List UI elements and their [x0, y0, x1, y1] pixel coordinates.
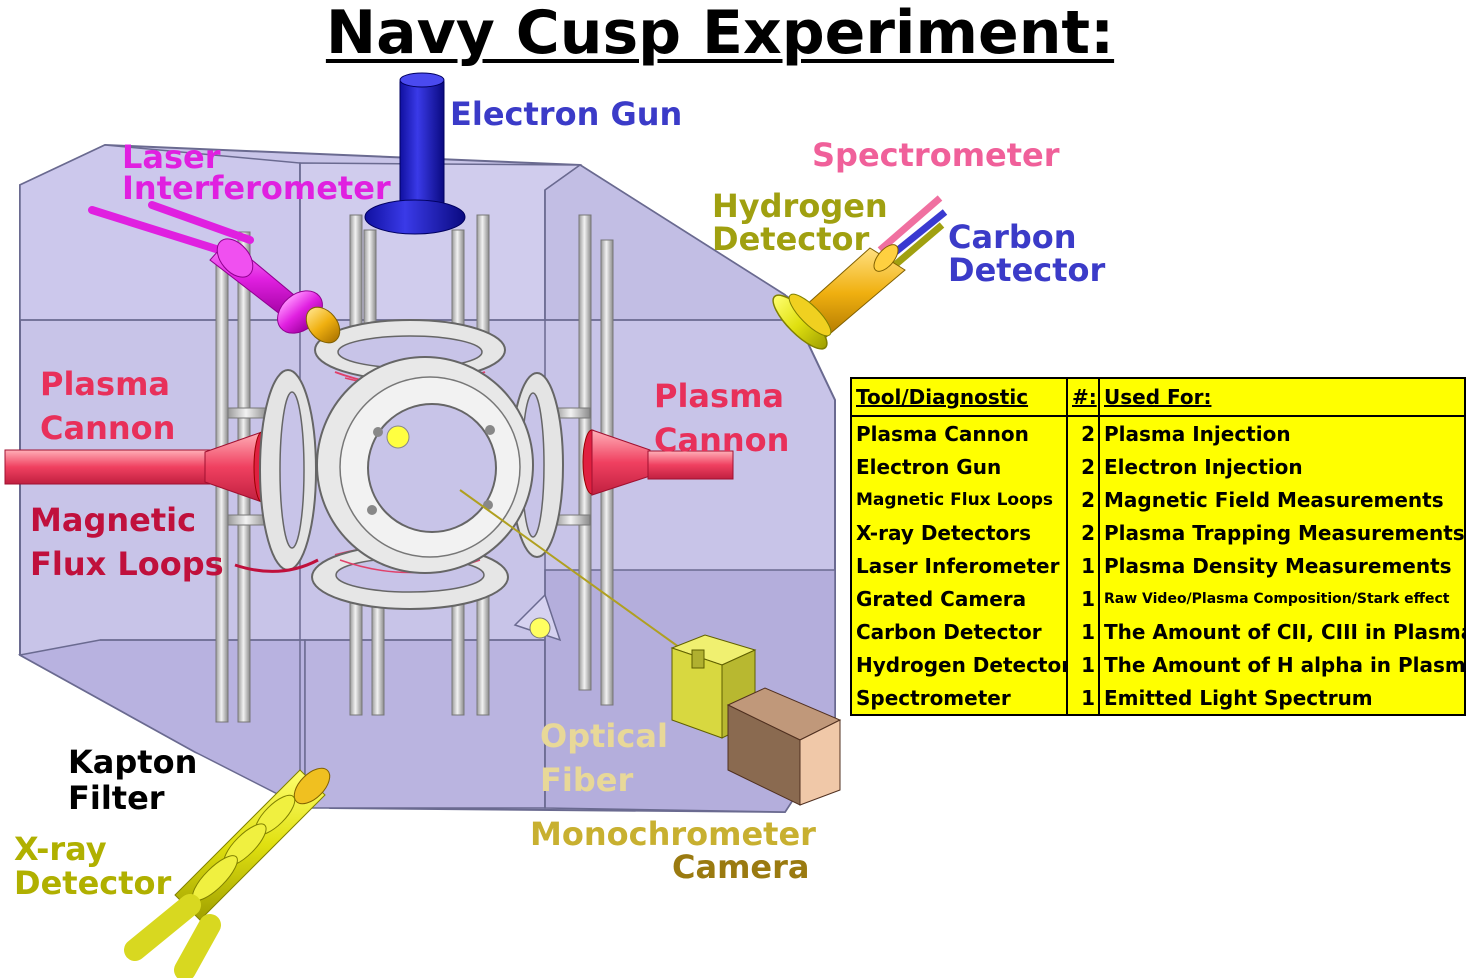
cell-count: 2 [1066, 450, 1100, 483]
cell-use: The Amount of H alpha in Plasma [1098, 648, 1466, 681]
cell-use: Electron Injection [1098, 450, 1466, 483]
cell-count: 1 [1066, 582, 1100, 615]
label-optical-fiber: Optical Fiber [540, 717, 668, 799]
cell-tool: Grated Camera [850, 582, 1068, 615]
label-spectrometer: Spectrometer [812, 136, 1060, 174]
table-row: Carbon Detector 1 The Amount of CII, CII… [850, 615, 1466, 648]
page-title: Navy Cusp Experiment: [325, 0, 1115, 68]
cell-use: Plasma Injection [1098, 416, 1466, 450]
xray-detector [124, 767, 331, 978]
cell-count: 2 [1066, 416, 1100, 450]
header-used-for: Used For: [1098, 377, 1466, 417]
cell-count: 1 [1066, 648, 1100, 681]
monochromator-camera [670, 634, 842, 806]
diagnostics-table: Tool/Diagnostic #: Used For: Plasma Cann… [850, 377, 1466, 716]
table-header-row: Tool/Diagnostic #: Used For: [850, 377, 1466, 417]
header-count: #: [1066, 377, 1100, 417]
label-monochrometer: Monochrometer [530, 815, 816, 853]
flux-loop-wire [234, 558, 319, 573]
cell-tool: Magnetic Flux Loops [850, 483, 1068, 516]
cell-use: Raw Video/Plasma Composition/Stark effec… [1098, 582, 1466, 615]
electron-gun [364, 72, 466, 235]
cell-use: Plasma Trapping Measurements [1098, 516, 1466, 549]
cell-count: 2 [1066, 516, 1100, 549]
cell-count: 2 [1066, 483, 1100, 516]
label-hydrogen-detector: Hydrogen Detector [712, 187, 888, 258]
cell-tool: Laser Inferometer [850, 549, 1068, 582]
label-laser-interferometer: Laser Interferometer [122, 138, 391, 207]
table-row: Electron Gun 2 Electron Injection [850, 450, 1466, 483]
optical-fiber [459, 489, 691, 656]
label-electron-gun: Electron Gun [450, 95, 683, 133]
laser-interferometer [88, 201, 341, 344]
cell-use: Emitted Light Spectrum [1098, 681, 1466, 716]
cell-tool: X-ray Detectors [850, 516, 1068, 549]
label-xray-detector: X-ray Detector [14, 830, 172, 902]
cell-tool: Plasma Cannon [850, 416, 1068, 450]
cell-count: 1 [1066, 615, 1100, 648]
table-row: Laser Inferometer 1 Plasma Density Measu… [850, 549, 1466, 582]
plasma-cannon-right [582, 429, 734, 496]
cell-count: 1 [1066, 681, 1100, 716]
label-magnetic-flux-loops: Magnetic Flux Loops [30, 501, 224, 583]
cell-tool: Carbon Detector [850, 615, 1068, 648]
central-ring [316, 356, 534, 574]
cell-use: Magnetic Field Measurements [1098, 483, 1466, 516]
table-row: X-ray Detectors 2 Plasma Trapping Measur… [850, 516, 1466, 549]
cell-use: The Amount of CII, CIII in Plasma [1098, 615, 1466, 648]
label-kapton-filter: Kapton Filter [68, 743, 198, 817]
coil-left [259, 369, 317, 571]
header-tool: Tool/Diagnostic [850, 377, 1068, 417]
table-row: Plasma Cannon 2 Plasma Injection [850, 416, 1466, 450]
label-plasma-cannon-right: Plasma Cannon [654, 377, 790, 459]
table-row: Spectrometer 1 Emitted Light Spectrum [850, 681, 1466, 716]
cell-count: 1 [1066, 549, 1100, 582]
label-carbon-detector: Carbon Detector [948, 218, 1106, 289]
hydrogen-carbon-detector [772, 195, 948, 350]
table-row: Grated Camera 1 Raw Video/Plasma Composi… [850, 582, 1466, 615]
table-row: Magnetic Flux Loops 2 Magnetic Field Mea… [850, 483, 1466, 516]
cell-tool: Hydrogen Detector [850, 648, 1068, 681]
cell-use: Plasma Density Measurements [1098, 549, 1466, 582]
cell-tool: Spectrometer [850, 681, 1068, 716]
label-camera: Camera [672, 848, 810, 886]
table-row: Hydrogen Detector 1 The Amount of H alph… [850, 648, 1466, 681]
label-plasma-cannon-left: Plasma Cannon [40, 365, 176, 447]
cell-tool: Electron Gun [850, 450, 1068, 483]
